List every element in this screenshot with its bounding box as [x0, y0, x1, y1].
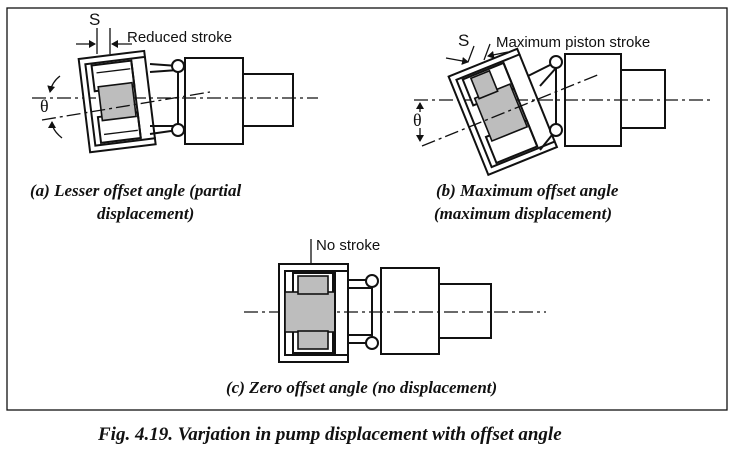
diagram-c-joint-top [365, 274, 379, 288]
diagram-b-caption-line2: (maximum displacement) [434, 204, 612, 223]
diagram-a-caption-line1: (a) Lesser offset angle (partial [30, 181, 241, 200]
diagram-a-joint-bottom [171, 123, 185, 137]
diagram-b-joint-top [549, 55, 563, 69]
diagram-c-caption: (c) Zero offset angle (no displacement) [226, 378, 497, 397]
diagram-a-stroke-label: Reduced stroke [127, 29, 232, 46]
diagram-c-joint-bottom [365, 336, 379, 350]
diagram-b-tilted-axis [421, 73, 601, 147]
diagram-a-shaft [184, 57, 294, 145]
diagram-a-angle-arrow-top [47, 75, 61, 93]
diagram-c-stroke-label: No stroke [316, 237, 380, 254]
diagram-a-stroke-symbol: S [89, 10, 100, 29]
diagram-a-caption-line2: displacement) [97, 204, 194, 223]
diagram-b-caption-line1: (b) Maximum offset angle [436, 181, 619, 200]
diagram-c-cylinder-block [278, 263, 349, 363]
diagram-b-stroke-label: Maximum piston stroke [496, 34, 650, 51]
diagram-a-tilted-axis [41, 91, 211, 121]
diagram-a-cylinder-block [77, 49, 157, 154]
diagram-a: θ S Reduced stroke (a) Lesser offset ang… [30, 10, 318, 223]
figure-border [6, 7, 728, 411]
diagram-a-piston [97, 81, 137, 122]
diagram-b: θ S Maximum piston stroke (b) Maximum of… [413, 31, 712, 223]
diagram-c-piston [284, 291, 336, 333]
diagram-a-joint-top [171, 59, 185, 73]
diagram-b-stroke-symbol: S [458, 31, 469, 50]
diagram-b-cylinder-block [447, 47, 559, 177]
figure-caption: Fig. 4.19. Varjation in pump displacemen… [97, 424, 562, 445]
diagram-b-angle-label: θ [413, 110, 422, 130]
diagram-c-shaft [380, 267, 492, 355]
diagram-b-joint-bottom [549, 123, 563, 137]
diagram-c: No stroke (c) Zero offset angle (no disp… [226, 237, 546, 397]
diagram-a-angle-arrow-bottom [48, 121, 63, 139]
diagram-a-angle-label: θ [40, 96, 49, 116]
